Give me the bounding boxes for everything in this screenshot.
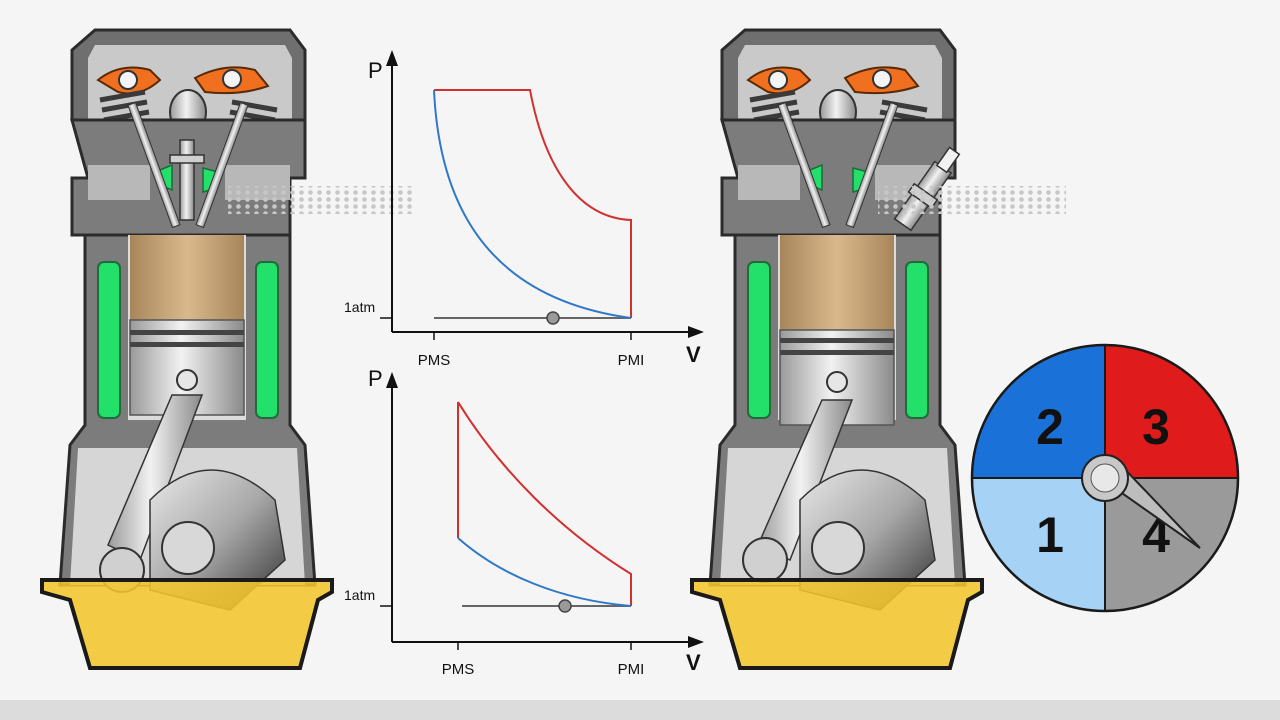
cycle-outline [458,402,631,606]
coolant-jacket-right [255,261,279,419]
pv-chart-top: P V 1atm PMS PMI [344,50,704,369]
engine-left [40,28,416,670]
expansion-curve [434,89,632,318]
exhaust-flow-dots [228,186,416,214]
intake-valve [777,101,831,229]
combustion-chamber-charge [130,235,244,320]
connecting-rod [757,399,854,562]
rocker-pivot-right [222,69,242,89]
pms-label: PMS [418,352,451,369]
quadrant-3 [1105,345,1238,478]
oil-sump [690,578,984,670]
pv-chart-bottom: P V 1atm PMS PMI [344,366,704,678]
intake-valve [127,101,181,229]
quadrant-4 [1105,478,1238,611]
coolant-jacket-left [747,261,771,419]
intake-port [738,165,800,200]
compression-curve [433,89,632,319]
crank-pin [742,537,788,583]
x-axis-arrow [688,636,704,648]
fuel-injector [179,139,195,221]
crankshaft-web [149,469,286,611]
x-axis-label: V [686,650,701,675]
atm-label: 1atm [344,587,375,603]
bottom-bar [0,700,1280,720]
coolant-jacket-left [97,261,121,419]
x-axis-label: V [686,342,701,367]
state-marker [558,599,572,613]
quadrant-1-label: 1 [1036,507,1064,563]
piston-ring-2 [130,342,244,347]
quadrant-2-label: 2 [1036,399,1064,455]
exhaust-valve [195,101,249,229]
y-axis-arrow [386,372,398,388]
y-axis-label: P [368,366,383,391]
engine-right [690,28,1066,670]
rocker-pivot-left [118,70,138,90]
piston-pin [176,369,198,391]
expansion-curve [457,401,632,606]
rocker-pivot-left [768,70,788,90]
cycle-dial: 2 3 1 4 [970,343,1240,613]
state-marker [546,311,560,325]
crankshaft-web [799,469,936,611]
y-axis-label: P [368,58,383,83]
piston-ring-1 [780,338,894,343]
exhaust-flow-dots [878,186,1066,214]
x-axis-arrow [688,326,704,338]
quadrant-2 [972,345,1105,478]
injector-clamp [169,154,205,164]
quadrant-1 [972,478,1105,611]
crankshaft-journal [161,521,215,575]
dial-hub-inner [1090,463,1120,493]
compression-curve [457,537,632,607]
crankshaft-journal [811,521,865,575]
valve-spring-left [749,89,804,143]
intake-port [88,165,150,200]
pms-label: PMS [442,661,475,678]
y-axis-arrow [386,50,398,66]
piston-ring-2 [780,350,894,355]
piston-pin [826,371,848,393]
rocker-pivot-right [872,69,892,89]
pmi-label: PMI [618,352,645,369]
exhaust-valve [845,101,899,229]
combustion-chamber-charge [780,235,894,330]
valve-spring-left [99,89,154,143]
atm-label: 1atm [344,299,375,315]
piston-ring-1 [130,330,244,335]
coolant-jacket-right [905,261,929,419]
quadrant-3-label: 3 [1142,399,1170,455]
oil-sump [40,578,334,670]
pmi-label: PMI [618,661,645,678]
